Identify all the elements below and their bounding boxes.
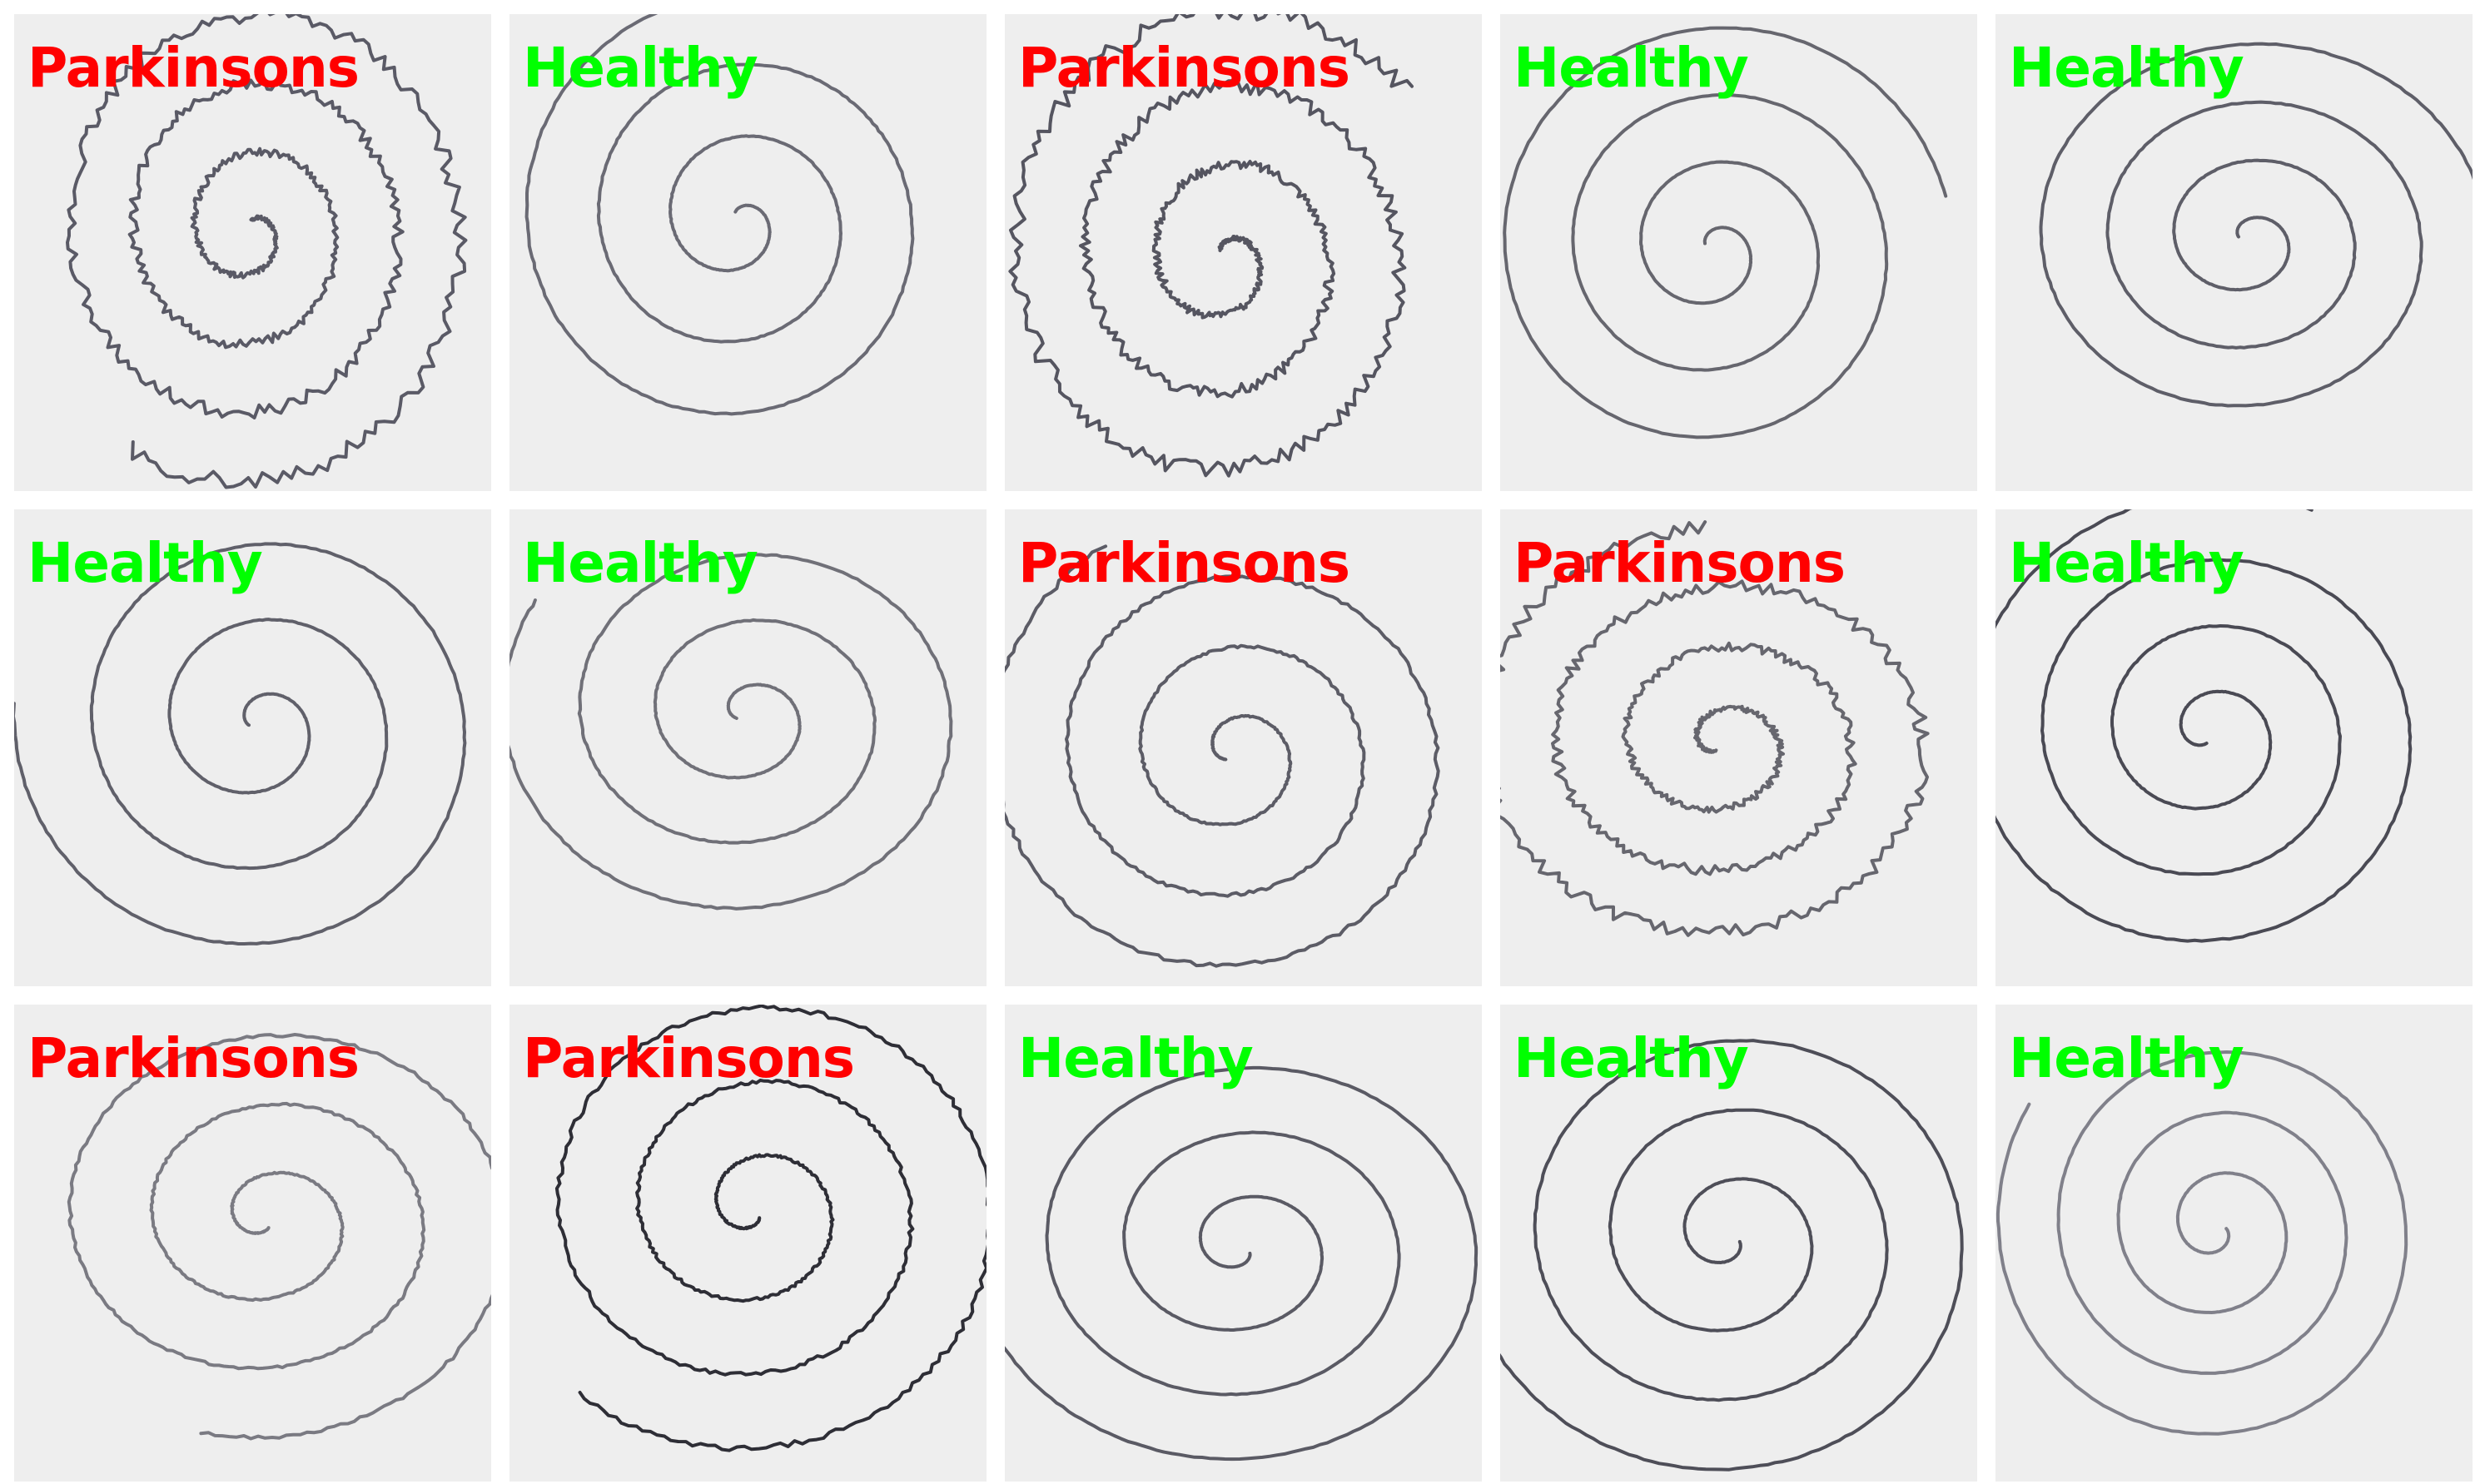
spiral-tile: Healthy xyxy=(509,14,987,491)
spiral-tile: Healthy xyxy=(1500,14,1977,491)
spiral-tile: Parkinsons xyxy=(14,14,491,491)
spiral-drawing xyxy=(554,1005,987,1452)
prediction-label: Parkinsons xyxy=(523,1026,855,1090)
spiral-tile: Parkinsons xyxy=(1005,509,1482,986)
prediction-label: Healthy xyxy=(1513,36,1749,100)
spiral-drawing xyxy=(1005,1065,1479,1462)
spiral-drawing xyxy=(1005,544,1440,968)
spiral-tile: Parkinsons xyxy=(1500,509,1977,986)
spiral-stroke xyxy=(509,553,953,911)
prediction-label: Healthy xyxy=(2009,531,2244,595)
spiral-stroke xyxy=(14,542,467,945)
spiral-drawing xyxy=(1008,14,1414,478)
prediction-label: Parkinsons xyxy=(1513,531,1846,595)
spiral-drawing xyxy=(524,14,915,416)
spiral-stroke xyxy=(1995,509,2413,943)
spiral-stroke xyxy=(1500,520,1930,937)
prediction-label: Healthy xyxy=(27,531,263,595)
spiral-stroke xyxy=(1005,1065,1479,1462)
prediction-label: Healthy xyxy=(2009,36,2244,100)
spiral-tile: Healthy xyxy=(1995,14,2473,491)
spiral-tile: Healthy xyxy=(1995,509,2473,986)
spiral-stroke xyxy=(524,14,915,416)
spiral-drawing xyxy=(509,553,953,911)
prediction-label: Healthy xyxy=(1513,1026,1749,1090)
prediction-label: Parkinsons xyxy=(27,36,360,100)
spiral-drawing xyxy=(1500,1039,1964,1472)
spiral-stroke xyxy=(1005,544,1440,968)
prediction-label: Parkinsons xyxy=(27,1026,360,1090)
spiral-drawing xyxy=(66,14,468,489)
spiral-stroke xyxy=(1008,14,1414,478)
spiral-tile: Healthy xyxy=(1500,1005,1977,1482)
spiral-drawing xyxy=(2039,42,2473,408)
prediction-label: Healthy xyxy=(523,36,758,100)
spiral-tile: Healthy xyxy=(509,509,987,986)
spiral-stroke xyxy=(1500,1039,1964,1472)
spiral-drawing xyxy=(1500,520,1930,937)
spiral-tile: Parkinsons xyxy=(1005,14,1482,491)
prediction-label: Healthy xyxy=(2009,1026,2244,1090)
spiral-stroke xyxy=(2039,42,2473,408)
spiral-drawing xyxy=(1503,26,1948,439)
prediction-label: Healthy xyxy=(523,531,758,595)
spiral-drawing xyxy=(67,1033,491,1441)
spiral-drawing xyxy=(1995,1050,2408,1436)
spiral-stroke xyxy=(66,14,468,489)
spiral-stroke xyxy=(554,1005,987,1452)
prediction-label: Parkinsons xyxy=(1018,531,1350,595)
spiral-tile: Healthy xyxy=(1995,1005,2473,1482)
prediction-label: Parkinsons xyxy=(1018,36,1350,100)
spiral-tile: Parkinsons xyxy=(509,1005,987,1482)
spiral-drawing xyxy=(14,542,467,945)
spiral-tile: Healthy xyxy=(1005,1005,1482,1482)
spiral-drawing xyxy=(1995,509,2413,943)
spiral-stroke xyxy=(1503,26,1948,439)
spiral-tile: Healthy xyxy=(14,509,491,986)
spiral-stroke xyxy=(67,1033,491,1441)
spiral-stroke xyxy=(1995,1050,2408,1436)
spiral-tile: Parkinsons xyxy=(14,1005,491,1482)
prediction-label: Healthy xyxy=(1018,1026,1254,1090)
